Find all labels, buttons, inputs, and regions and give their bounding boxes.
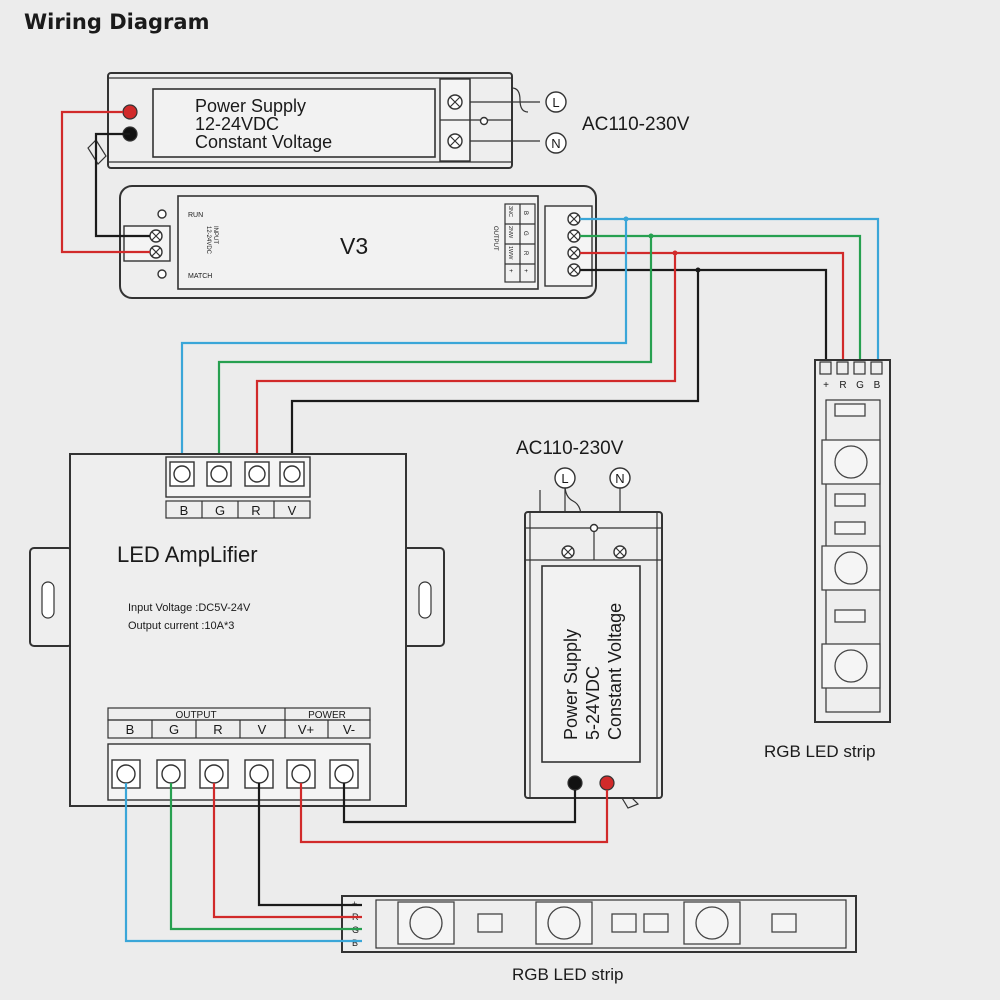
ac-voltage-mid: AC110-230V [516, 438, 624, 459]
amp-title: LED AmpLifier [117, 542, 258, 567]
controller-input-label: INPUT [212, 226, 218, 244]
ps-mid-line1: Power Supply [561, 629, 581, 740]
power-supply-top: Power Supply 12-24VDC Constant Voltage [87, 72, 513, 169]
rgb-led-strip-bottom: + R G B RGB LED strip [341, 895, 857, 984]
amp-out-b: B [126, 722, 135, 737]
amp-out-vplus: V+ [298, 722, 314, 737]
amp-out-g: G [169, 722, 179, 737]
strip-right-caption: RGB LED strip [764, 742, 875, 761]
amp-in-g: G [215, 503, 225, 518]
controller-input-voltage: 12-24VDC [205, 226, 211, 255]
strip-right-pin-r: R [839, 380, 846, 391]
strip-right-pin-plus: + [823, 380, 829, 391]
amp-out-r: R [213, 722, 222, 737]
ps-top-line1: Power Supply [195, 96, 306, 116]
controller-run-label: RUN [188, 212, 203, 219]
controller-output-label: OUTPUT [492, 226, 498, 251]
amp-output-header: OUTPUT [175, 710, 216, 721]
mains-mid-n-label: N [615, 471, 624, 486]
mains-top-l-label: L [552, 95, 559, 110]
out-ch4-label: + [507, 269, 513, 273]
mains-top-n-symbol [545, 132, 567, 154]
amp-in-v: V [288, 503, 297, 518]
diagram-title: Wiring Diagram [24, 10, 209, 34]
amp-in-b: B [180, 503, 189, 518]
amp-output-current: Output current :10A*3 [128, 620, 234, 632]
ps-top-line3: Constant Voltage [195, 132, 332, 152]
mains-top-n-label: N [551, 136, 560, 151]
led-amplifier: B G R V LED AmpLifier Input Voltage :DC5… [29, 453, 445, 807]
strip-bottom-caption: RGB LED strip [512, 965, 623, 984]
out-ch1-color: B [522, 211, 528, 215]
amp-power-header: POWER [308, 710, 346, 721]
rgb-led-strip-right: + R G B RGB LED strip [764, 359, 891, 761]
ac-voltage-top: AC110-230V [582, 114, 690, 135]
ps-mid-line3: Constant Voltage [605, 603, 625, 740]
mains-mid-l-label: L [561, 471, 568, 486]
controller-match-label: MATCH [188, 273, 212, 280]
ps-mid-negative-terminal [567, 775, 583, 791]
strip-right-pin-b: B [874, 380, 881, 391]
ps-mid-line2: 5-24VDC [583, 666, 603, 740]
mains-top: L N AC110-230V [470, 87, 690, 154]
ps-mid-positive-terminal [599, 775, 615, 791]
out-ch3-label: 1WW [507, 246, 513, 260]
strip-bottom-pin-b: B [352, 938, 358, 948]
out-ch1-label: 3NC [507, 206, 513, 217]
wires-bottom [124, 783, 609, 943]
ps-top-line2: 12-24VDC [195, 114, 279, 134]
wires-top [60, 110, 880, 465]
strip-right-pin-g: G [856, 380, 864, 391]
amp-input-voltage: Input Voltage :DC5V-24V [128, 602, 251, 614]
power-supply-mid: L N AC110-230V Power Supply 5-24VDC Cons… [516, 438, 663, 809]
controller-name: V3 [340, 233, 368, 259]
amp-out-vminus: V- [343, 722, 355, 737]
ps-top-positive-terminal [122, 104, 138, 120]
out-ch4-color: + [522, 269, 528, 273]
mains-top-l-symbol [545, 91, 567, 113]
out-ch3-color: R [522, 251, 528, 256]
out-ch2-label: 2NW [507, 226, 513, 239]
amp-out-v: V [258, 722, 267, 737]
out-ch2-color: G [522, 231, 528, 236]
v3-controller: V3 RUN MATCH INPUT 12-24VDC OUTPUT 3NC B… [119, 185, 597, 299]
amp-in-r: R [251, 503, 260, 518]
